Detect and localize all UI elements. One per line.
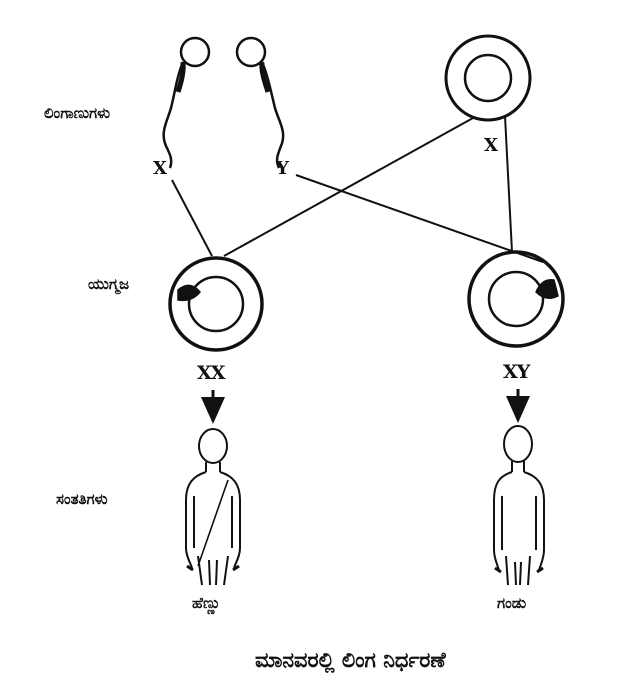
zygote-xx-label: XX — [197, 362, 226, 384]
sperm-y-chromosome-label: Y — [276, 158, 289, 179]
female-child-label: ಹೆಣ್ಣು — [192, 594, 221, 612]
egg-x-chromosome-label: X — [484, 135, 498, 156]
offspring-label: ಸಂತತಿಗಳು — [56, 490, 108, 508]
sperm-x-chromosome-label: X — [153, 158, 167, 179]
gametes-label: ಲಿಂಗಾಣುಗಳು — [44, 104, 111, 122]
fertilization-lines — [171, 115, 544, 263]
egg-cell-icon — [444, 34, 532, 122]
sperm-x-icon — [162, 36, 211, 169]
male-figure-icon — [493, 425, 545, 586]
zygote-xy-label: XY — [503, 361, 530, 383]
diagram-caption: ಮಾನವರಲ್ಲಿ ಲಿಂಗ ನಿರ್ಧರಣೆ — [255, 648, 446, 672]
male-child-label: ಗಂಡು — [497, 594, 527, 612]
sperm-y-icon — [235, 36, 285, 169]
female-figure-icon — [185, 428, 241, 586]
development-arrows — [201, 389, 530, 424]
zygote-label: ಯುಗ್ಮಜ — [88, 275, 130, 293]
zygote-xy-icon — [467, 250, 565, 348]
zygote-xx-icon — [168, 256, 264, 352]
